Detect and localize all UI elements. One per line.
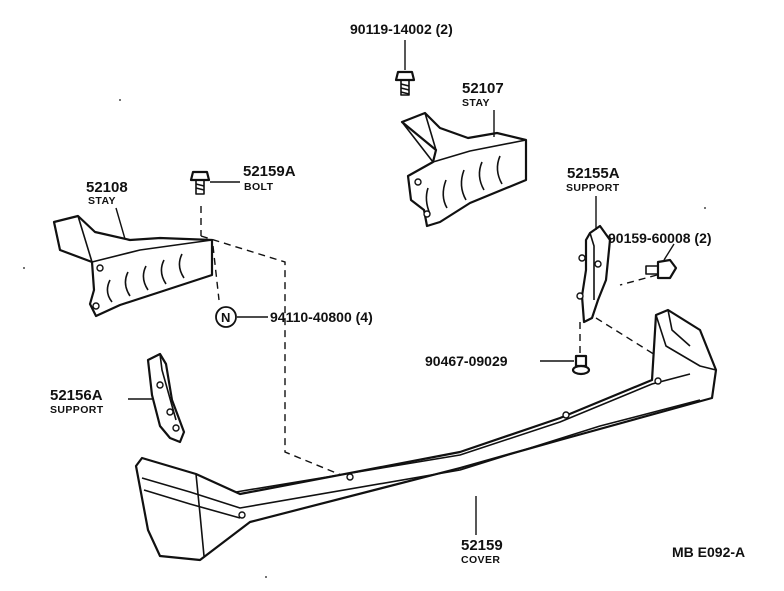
part-name-support-2: SUPPORT [50, 404, 104, 416]
part-number-94110-40800: 94110-40800 (4) [270, 309, 373, 325]
part-number-90467-09029: 90467-09029 [425, 353, 508, 369]
part-number-52107: 52107 [462, 80, 504, 97]
figure-code: MB E092-A [672, 544, 745, 560]
scan-dot [119, 99, 121, 101]
part-name-stay: STAY [462, 97, 490, 109]
scan-dot [23, 267, 25, 269]
stay-52107[interactable]: 52107 STAY [400, 80, 528, 228]
part-number-90119-14002: 90119-14002 (2) [350, 21, 453, 37]
stay-52108[interactable]: 52108 STAY [52, 179, 214, 318]
nut-94110-40800[interactable]: N 94110-40800 (4) [215, 306, 373, 328]
part-name-bolt: BOLT [244, 181, 274, 193]
part-number-90159-60008: 90159-60008 (2) [608, 230, 712, 246]
part-number-52159a: 52159A [243, 163, 296, 180]
part-number-52159: 52159 [461, 537, 503, 554]
scan-dot [704, 207, 706, 209]
part-name-support: SUPPORT [566, 182, 620, 194]
bumper-cover-52159[interactable]: 52159 COVER [134, 308, 718, 566]
part-number-52155a: 52155A [567, 165, 620, 182]
part-name-cover: COVER [461, 554, 500, 566]
scan-dot [265, 576, 267, 578]
part-number-52108: 52108 [86, 179, 128, 196]
clip-90467-09029[interactable]: 90467-09029 [425, 353, 591, 376]
support-52155a[interactable]: 52155A SUPPORT [566, 165, 620, 324]
bolt-90159-60008[interactable]: 90159-60008 (2) [608, 230, 712, 280]
bolt-52159a[interactable]: 52159A BOLT [189, 163, 296, 195]
assembly-guide-lines [200, 206, 661, 478]
nut-marker: N [221, 310, 230, 325]
bolt-90119-14002[interactable]: 90119-14002 (2) [350, 21, 453, 96]
part-name-stay-2: STAY [88, 195, 116, 207]
support-52156a[interactable]: 52156A SUPPORT [50, 352, 186, 444]
part-number-52156a: 52156A [50, 387, 103, 404]
